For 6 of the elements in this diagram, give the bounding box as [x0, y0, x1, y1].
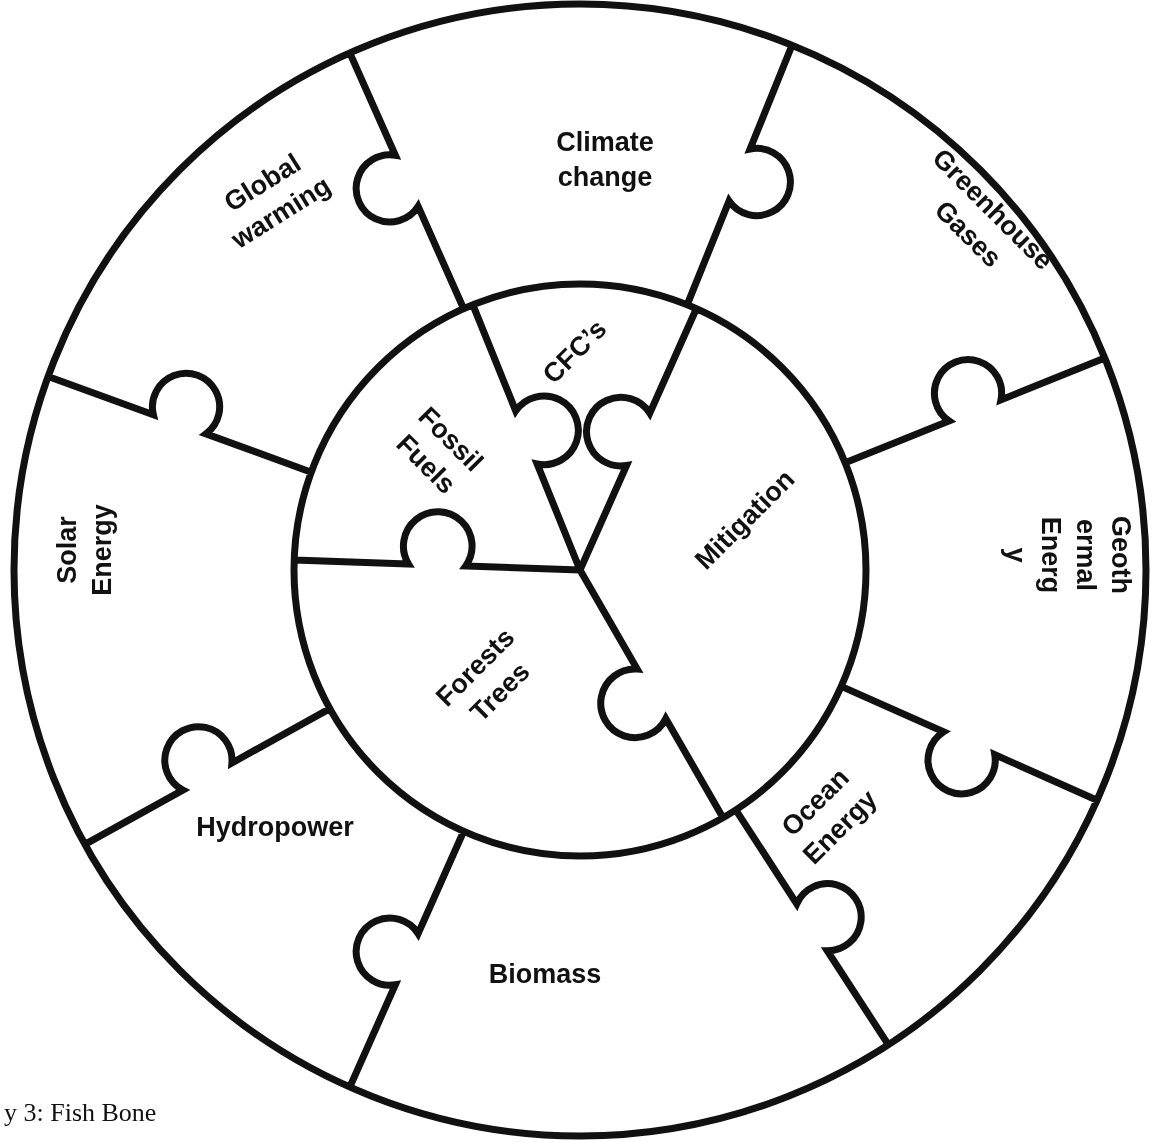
- piece-label: Hydropower: [196, 810, 354, 846]
- piece-label: Biomass: [488, 957, 602, 993]
- piece-label: Solar Energy: [49, 504, 121, 596]
- caption: y 3: Fish Bone: [4, 1098, 157, 1128]
- piece-label: Climate change: [556, 124, 654, 196]
- piece-label: Geoth ermal Energ y: [997, 516, 1139, 594]
